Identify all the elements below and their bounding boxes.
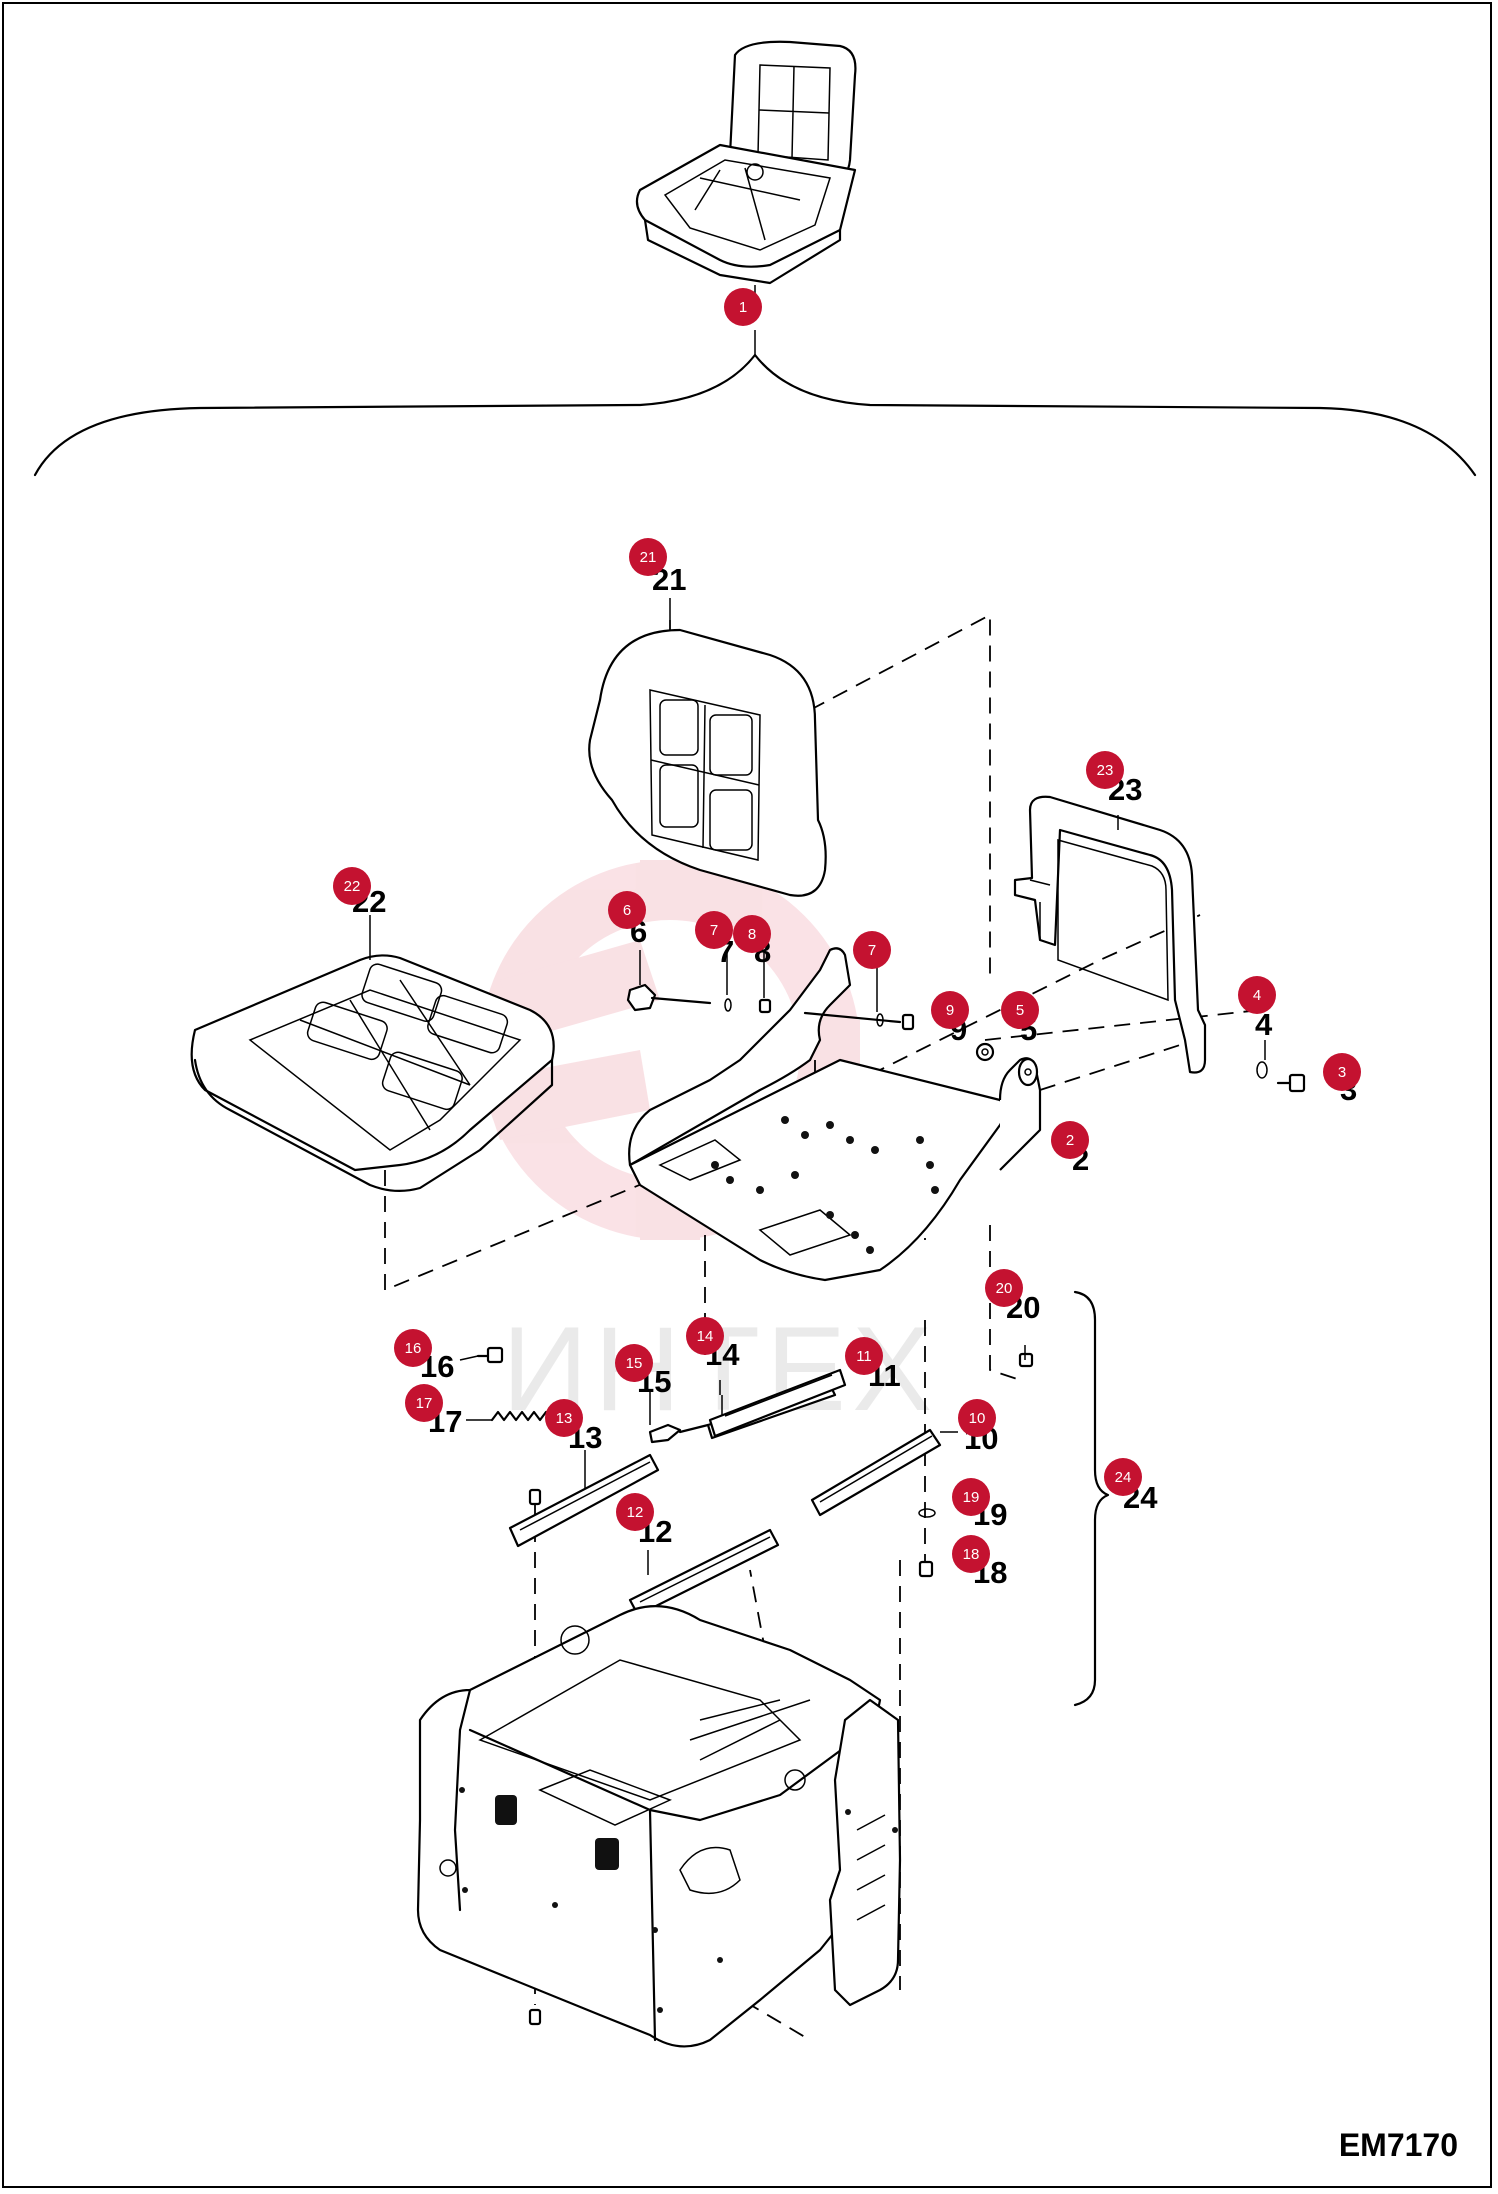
part-3-bolt <box>1276 1073 1306 1093</box>
svg-text:23: 23 <box>1097 762 1114 779</box>
svg-text:4: 4 <box>1253 987 1261 1004</box>
part-10-slide-rail <box>810 1428 942 1517</box>
callout-badge: 3 <box>1323 1053 1361 1091</box>
part-label: 4 <box>1255 1007 1273 1042</box>
part-5-nut <box>975 1042 995 1062</box>
part-20-nut <box>1018 1352 1034 1368</box>
callout-badge: 11 <box>845 1337 883 1375</box>
svg-text:12: 12 <box>627 1504 644 1521</box>
part-23-back-frame <box>1013 795 1207 1074</box>
svg-text:5: 5 <box>1016 1002 1024 1019</box>
callout-badge: 6 <box>608 891 646 929</box>
callout-badge: 8 <box>733 915 771 953</box>
callout-badge: 20 <box>985 1269 1023 1307</box>
svg-text:21: 21 <box>640 549 657 566</box>
callout-badge: 23 <box>1086 751 1124 789</box>
callout-badges: 1 2 3 4 5 6 7 7 8 9 10 11 12 13 14 15 16… <box>333 288 1361 1573</box>
bolt-13-screw <box>528 1488 542 1506</box>
svg-text:10: 10 <box>969 1410 986 1427</box>
part-11-slide-rail <box>708 1368 847 1438</box>
seat-pan-pivot <box>1017 1057 1039 1087</box>
callout-badge: 24 <box>1104 1458 1142 1496</box>
part-8-spring <box>758 998 772 1014</box>
svg-text:3: 3 <box>1338 1064 1346 1081</box>
svg-text:9: 9 <box>946 1002 954 1019</box>
callout-badge: 17 <box>405 1384 443 1422</box>
part-13-slide-rail <box>508 1453 660 1548</box>
svg-text:13: 13 <box>556 1410 573 1427</box>
callout-badge: 4 <box>1238 976 1276 1014</box>
callout-badge: 14 <box>686 1317 724 1355</box>
part-9-pin <box>803 1011 915 1031</box>
callout-badge: 7 <box>695 911 733 949</box>
assembly-brace <box>33 353 1477 477</box>
part-21-backrest-cushion <box>588 628 827 897</box>
svg-text:18: 18 <box>963 1546 980 1563</box>
bottom-screw <box>528 2008 542 2026</box>
callout-badge: 13 <box>545 1399 583 1437</box>
callout-badge: 22 <box>333 867 371 905</box>
callout-badge: 10 <box>958 1399 996 1437</box>
svg-text:8: 8 <box>748 926 756 943</box>
part-16-bolt <box>476 1346 504 1364</box>
svg-text:7: 7 <box>868 942 876 959</box>
part-7-washer <box>724 998 732 1012</box>
svg-text:14: 14 <box>697 1328 714 1345</box>
callout-badge: 18 <box>952 1535 990 1573</box>
part-24-brace <box>1073 1290 1110 1707</box>
part-15-latch-handle <box>648 1423 710 1444</box>
callout-badge: 12 <box>616 1493 654 1531</box>
part-2-seat-pan <box>628 947 1042 1282</box>
svg-text:11: 11 <box>856 1348 872 1365</box>
callout-badge: 16 <box>394 1329 432 1367</box>
part-6-adjustment-knob <box>626 983 712 1012</box>
svg-text:1: 1 <box>739 299 747 316</box>
callout-badge: 1 <box>724 288 762 326</box>
callout-badge: 19 <box>952 1478 990 1516</box>
callout-badge: 9 <box>931 991 969 1029</box>
callout-badge: 2 <box>1051 1121 1089 1159</box>
svg-text:6: 6 <box>623 902 631 919</box>
svg-text:24: 24 <box>1115 1469 1132 1486</box>
seat-base-housing <box>416 1605 902 2048</box>
part-22-seat-cushion <box>190 954 555 1192</box>
svg-text:17: 17 <box>416 1395 433 1412</box>
svg-text:22: 22 <box>344 878 361 895</box>
svg-text:19: 19 <box>963 1489 980 1506</box>
drawing-code: EM7170 <box>1338 2127 1458 2163</box>
callout-badge: 15 <box>615 1344 653 1382</box>
part-4-washer <box>1256 1061 1268 1079</box>
seat-assembly-drawing <box>635 40 857 300</box>
svg-text:15: 15 <box>626 1355 643 1372</box>
svg-text:2: 2 <box>1066 1132 1074 1149</box>
svg-text:7: 7 <box>710 922 718 939</box>
svg-text:20: 20 <box>996 1280 1013 1297</box>
part-19-washer <box>918 1508 936 1518</box>
part-18-bolt <box>918 1560 934 1578</box>
callout-badge: 7 <box>853 931 891 969</box>
svg-text:16: 16 <box>405 1340 422 1357</box>
callout-badge: 5 <box>1001 991 1039 1029</box>
callout-badge: 21 <box>629 538 667 576</box>
part-17-spring <box>490 1410 554 1422</box>
leader-lines <box>369 598 1266 1575</box>
